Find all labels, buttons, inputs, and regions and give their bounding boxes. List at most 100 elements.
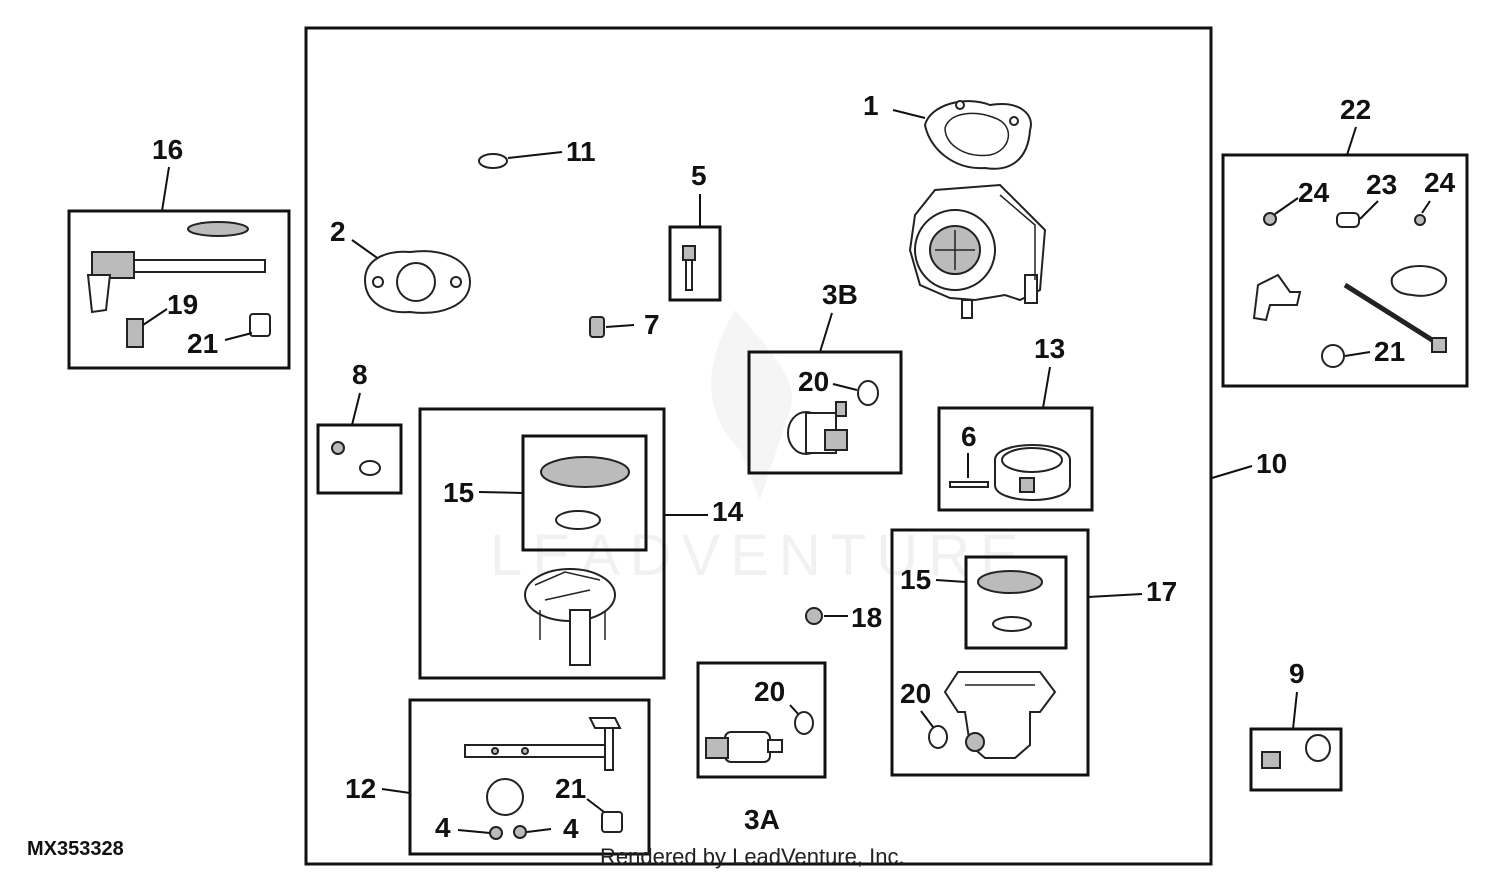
kit-16-box (67, 209, 291, 370)
leader-21-c (586, 798, 605, 813)
leader-23 (1359, 200, 1379, 220)
leader-24-b (1421, 200, 1431, 214)
leader-10 (1211, 465, 1253, 479)
float-part (994, 444, 1071, 501)
rendered-by-credit: Rendered by LeadVenture, Inc. (600, 844, 905, 869)
callout-19: 19 (167, 289, 198, 320)
bushing-part (1321, 344, 1345, 368)
carburetor-body-part (908, 183, 1047, 319)
leader-21-a (224, 332, 253, 341)
kit-3b-box (747, 350, 903, 475)
callout-23: 23 (1366, 169, 1397, 200)
leader-17 (1087, 593, 1143, 598)
solenoid-part (787, 401, 848, 455)
kit-15-box-b (964, 555, 1068, 650)
leader-7 (605, 324, 635, 328)
leader-15-a (478, 491, 524, 494)
choke-plate-part (187, 221, 249, 237)
callout-24-a: 24 (1298, 177, 1330, 208)
callout-8: 8 (352, 359, 368, 390)
bushing-part (601, 811, 623, 833)
washer-part (1305, 734, 1331, 762)
callout-15-a: 15 (443, 477, 474, 508)
pin-part (949, 481, 989, 488)
diaphragm-part (540, 456, 630, 488)
callout-4-b: 4 (563, 813, 579, 844)
kit-17-box (890, 528, 1090, 777)
rod-end-part (1431, 337, 1447, 353)
callout-1: 1 (863, 90, 879, 121)
leader-4-b (526, 828, 552, 833)
bowl-housing-part (943, 671, 1057, 759)
seal-ring-part (555, 510, 601, 530)
callout-10: 10 (1256, 448, 1287, 479)
callout-16: 16 (152, 134, 183, 165)
callout-20-c: 20 (900, 678, 931, 709)
gasket-hole (450, 276, 462, 288)
callout-20-a: 20 (798, 366, 829, 397)
leader-13 (1042, 366, 1051, 409)
throttle-plate-part (486, 778, 524, 816)
screw-part (1414, 214, 1426, 226)
callout-21-b: 21 (1374, 336, 1405, 367)
leader-20-a (832, 383, 858, 391)
washer-part (857, 380, 879, 406)
kit-14-box (418, 407, 666, 680)
leader-1 (892, 109, 926, 119)
callout-6: 6 (961, 421, 977, 452)
callout-21-a: 21 (187, 328, 218, 359)
carb-gasket-inner (944, 112, 1010, 157)
callout-18: 18 (851, 602, 882, 633)
bushing-part (1336, 212, 1360, 228)
callout-14: 14 (712, 496, 744, 527)
leader-21-b (1344, 351, 1371, 357)
lever-part (1252, 273, 1302, 322)
leader-3b (819, 312, 833, 353)
callout-21-c: 21 (555, 773, 586, 804)
screw-kit-box (668, 225, 722, 302)
screw-part (805, 607, 823, 625)
leader-15-b (935, 579, 967, 583)
kit-8-box (316, 423, 403, 495)
callout-22: 22 (1340, 94, 1371, 125)
callout-15-b: 15 (900, 564, 931, 595)
washer-part (794, 711, 814, 735)
gasket-center-hole (396, 262, 436, 302)
screw-shaft-part (685, 259, 693, 291)
callout-24-b: 24 (1424, 167, 1456, 198)
screw-head-part (682, 245, 696, 261)
main-assembly-frame (304, 26, 1213, 866)
plate-part (1390, 265, 1448, 297)
gasket-hole (955, 100, 965, 110)
leader-9 (1292, 691, 1298, 730)
leader-4-a (457, 829, 491, 834)
link-rod-part (1343, 282, 1442, 348)
screw-part (1263, 212, 1277, 226)
seal-ring-part (992, 616, 1032, 632)
kit-13-box (937, 406, 1094, 512)
callout-13: 13 (1034, 333, 1065, 364)
leader-8 (351, 392, 361, 426)
washer-part (359, 460, 381, 476)
leader-16 (161, 166, 170, 212)
leader-20-c (920, 710, 934, 728)
leader-12 (381, 788, 411, 794)
callout-3b: 3B (822, 279, 858, 310)
callout-11: 11 (566, 136, 596, 167)
kit-12-box (408, 698, 651, 856)
carb-gasket-part (923, 100, 1032, 170)
washer-part (928, 725, 948, 749)
diagram-code: MX353328 (27, 838, 124, 860)
float-bowl-part (524, 568, 616, 666)
screw-part (331, 441, 345, 455)
leader-11 (507, 151, 563, 159)
callout-2: 2 (330, 216, 346, 247)
callout-4-a: 4 (435, 812, 451, 843)
throttle-shaft-part (464, 717, 622, 771)
gasket-hole (372, 276, 384, 288)
kit-3a-box (696, 661, 827, 779)
solenoid-valve-part (705, 731, 783, 763)
jet-part (589, 316, 605, 338)
callout-20-b: 20 (754, 676, 785, 707)
screw-part (1261, 751, 1281, 769)
